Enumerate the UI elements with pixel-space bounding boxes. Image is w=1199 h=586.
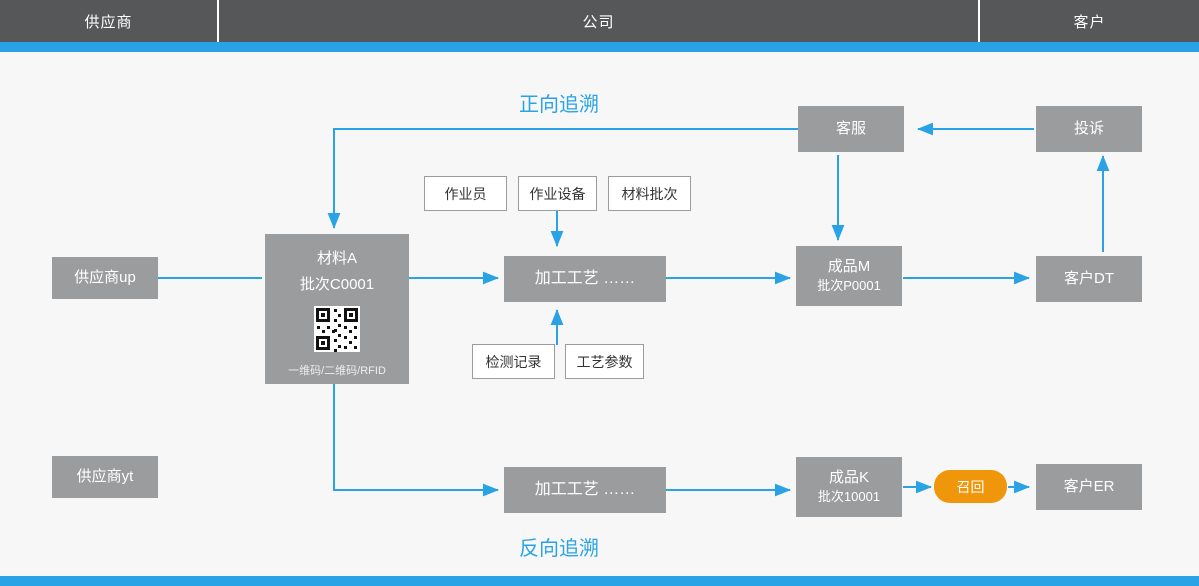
node-process-params-label: 工艺参数 [576,353,633,370]
node-equipment[interactable]: 作业设备 [518,176,597,211]
node-customer-er-label: 客户ER [1063,478,1115,496]
node-material-title: 材料A [316,250,357,267]
reverse-trace-title: 反向追溯 [519,538,599,560]
node-equipment-label: 作业设备 [529,185,586,202]
node-process-bottom-label: 加工工艺 …… [534,481,636,499]
node-supplier-up[interactable]: 供应商up [52,257,158,299]
node-supplier-up-label: 供应商up [74,269,136,287]
qr-code-icon [314,306,360,352]
node-customer-er[interactable]: 客户ER [1036,464,1142,510]
node-material-batch: 批次C0001 [299,276,375,293]
node-product-m[interactable]: 成品M 批次P0001 [796,246,902,306]
node-product-m-title: 成品M [827,257,871,275]
header-separator-2 [978,0,980,42]
node-product-k[interactable]: 成品K 批次10001 [796,457,902,517]
node-customer-dt-label: 客户DT [1064,270,1114,288]
node-customer-service-label: 客服 [835,120,866,138]
node-process-params[interactable]: 工艺参数 [565,344,644,379]
node-complaint-label: 投诉 [1073,120,1104,138]
header-column-customer: 客户 [980,0,1199,42]
node-process-bottom[interactable]: 加工工艺 …… [504,467,666,513]
header-column-company: 公司 [219,0,978,42]
node-customer-service[interactable]: 客服 [798,106,904,152]
node-customer-dt[interactable]: 客户DT [1036,256,1142,302]
node-process-top-label: 加工工艺 …… [534,270,636,288]
node-product-k-batch: 批次10001 [817,489,881,505]
header-column-supplier-label: 供应商 [84,13,133,31]
header-column-customer-label: 客户 [1073,13,1106,31]
node-operator[interactable]: 作业员 [424,176,507,211]
node-supplier-yt-label: 供应商yt [76,468,134,486]
node-inspection-record[interactable]: 检测记录 [472,344,555,379]
node-supplier-yt[interactable]: 供应商yt [52,456,158,498]
bottom-blue-band [0,576,1199,586]
node-inspection-record-label: 检测记录 [485,353,542,370]
node-recall-label: 召回 [956,478,985,495]
top-blue-band [0,42,1199,52]
node-process-top[interactable]: 加工工艺 …… [504,256,666,302]
node-material-code-types: 一维码/二维码/RFID [288,365,386,377]
node-material-batch-label: 材料批次 [621,185,678,202]
header-column-company-label: 公司 [582,13,615,31]
header-separator-1 [217,0,219,42]
node-material-batch[interactable]: 材料批次 [608,176,691,211]
node-operator-label: 作业员 [444,185,487,202]
node-material[interactable]: 材料A 批次C0001 [265,234,409,384]
forward-trace-title: 正向追溯 [519,94,599,116]
header-column-supplier: 供应商 [0,0,217,42]
node-product-k-title: 成品K [828,468,869,486]
node-recall[interactable]: 召回 [934,470,1007,503]
node-product-m-batch: 批次P0001 [817,278,881,294]
node-complaint[interactable]: 投诉 [1036,106,1142,152]
